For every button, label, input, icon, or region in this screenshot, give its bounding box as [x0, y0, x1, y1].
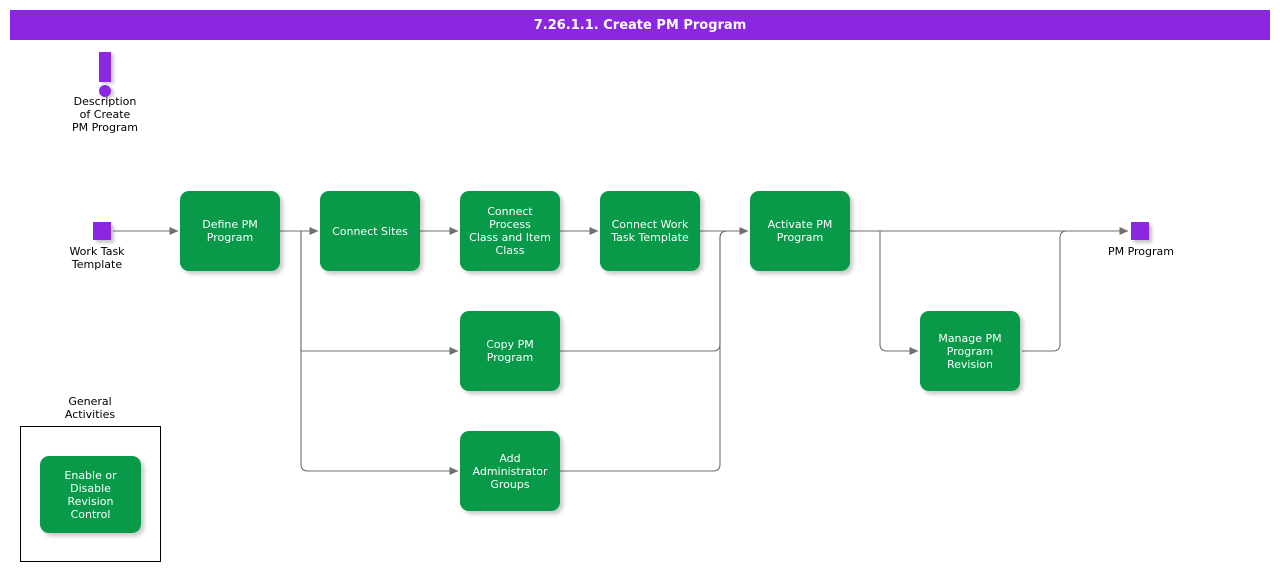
node-add-administrator-groups[interactable]: Add Administrator Groups: [460, 431, 560, 511]
terminal-work-task-template[interactable]: [93, 222, 111, 240]
wire-manage-revision-to-main: [1022, 230, 1090, 352]
terminal-pm-program[interactable]: [1131, 222, 1149, 240]
node-connect-process-class-and-item-class[interactable]: Connect Process Class and Item Class: [460, 191, 560, 271]
node-define-pm-program[interactable]: Define PM Program: [180, 191, 280, 271]
terminal-label-work-task-template: Work Task Template: [69, 245, 125, 271]
exclamation-mark-icon: [99, 52, 111, 82]
node-connect-sites[interactable]: Connect Sites: [320, 191, 420, 271]
node-enable-or-disable-revision-control[interactable]: Enable or Disable Revision Control: [40, 456, 141, 533]
node-manage-pm-program-revision[interactable]: Manage PM Program Revision: [920, 311, 1020, 391]
node-copy-pm-program[interactable]: Copy PM Program: [460, 311, 560, 391]
page-title: 7.26.1.1. Create PM Program: [10, 10, 1270, 40]
node-connect-work-task-template[interactable]: Connect Work Task Template: [600, 191, 700, 271]
general-activities-label: General Activities: [64, 395, 116, 421]
description-label: Description of Create PM Program: [71, 95, 139, 134]
terminal-label-pm-program: PM Program: [1107, 245, 1175, 258]
exclamation-dot-icon: [99, 85, 111, 97]
node-activate-pm-program[interactable]: Activate PM Program: [750, 191, 850, 271]
wire-activate-to-manage-revision: [879, 231, 919, 355]
